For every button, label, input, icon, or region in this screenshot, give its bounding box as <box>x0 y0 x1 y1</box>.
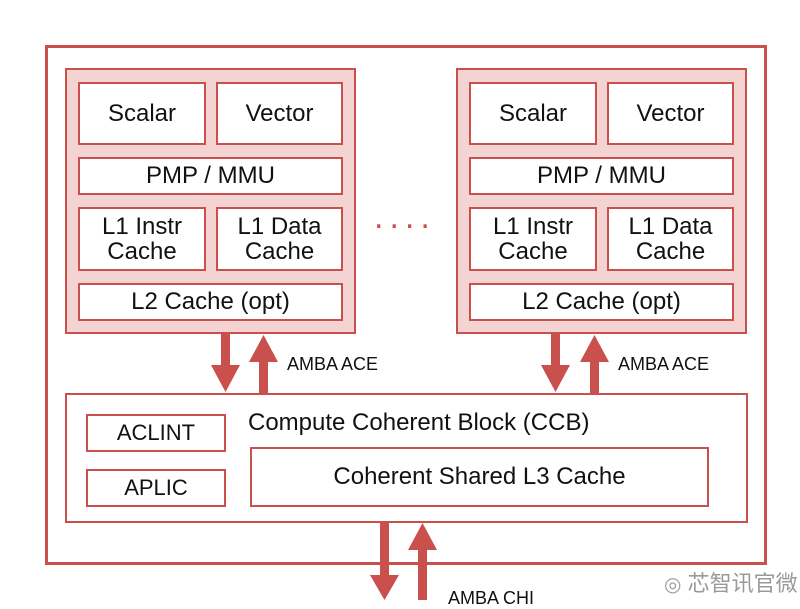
core-right-scalar: Scalar <box>469 82 597 145</box>
core-left-pmp-mmu: PMP / MMU <box>78 157 343 195</box>
arrow-bottom-up-shaft <box>418 548 427 600</box>
arrow-right-up-shaft <box>590 360 599 393</box>
watermark-logo-icon: ◎ <box>664 574 682 596</box>
core-left-l1-data: L1 Data Cache <box>216 207 343 271</box>
ccb-l3-cache: Coherent Shared L3 Cache <box>250 447 709 507</box>
ccb-title: Compute Coherent Block (CCB) <box>248 409 590 436</box>
arrow-left-up-shaft <box>259 360 268 393</box>
bus-label-bottom: AMBA CHI <box>448 588 535 608</box>
core-right-l2: L2 Cache (opt) <box>469 283 734 321</box>
arrow-left-down-shaft <box>221 334 230 368</box>
ccb-aclint: ACLINT <box>86 414 226 452</box>
arrow-right-up-head <box>580 335 609 362</box>
core-left-l1-instr: L1 Instr Cache <box>78 207 206 271</box>
core-left-l2: L2 Cache (opt) <box>78 283 343 321</box>
ccb-aplic: APLIC <box>86 469 226 507</box>
core-left-vector: Vector <box>216 82 343 145</box>
cluster-frame <box>45 45 767 565</box>
arrow-right-down-shaft <box>551 334 560 368</box>
arrow-right-down-head <box>541 365 570 392</box>
core-right-l1-instr: L1 Instr Cache <box>469 207 597 271</box>
arrow-bottom-down-shaft <box>380 523 389 578</box>
watermark: ◎ 芯智讯官微 <box>664 571 798 596</box>
core-right-l1-data: L1 Data Cache <box>607 207 734 271</box>
arrow-left-down-head <box>211 365 240 392</box>
core-right-vector: Vector <box>607 82 734 145</box>
arrow-bottom-up-head <box>408 523 437 550</box>
arrow-bottom-down-head <box>370 575 399 600</box>
core-right-pmp-mmu: PMP / MMU <box>469 157 734 195</box>
core-left-scalar: Scalar <box>78 82 206 145</box>
bus-label-left: AMBA ACE <box>287 354 379 374</box>
ellipsis-dots: .... <box>374 198 436 236</box>
bus-label-right: AMBA ACE <box>618 354 710 374</box>
arrow-left-up-head <box>249 335 278 362</box>
